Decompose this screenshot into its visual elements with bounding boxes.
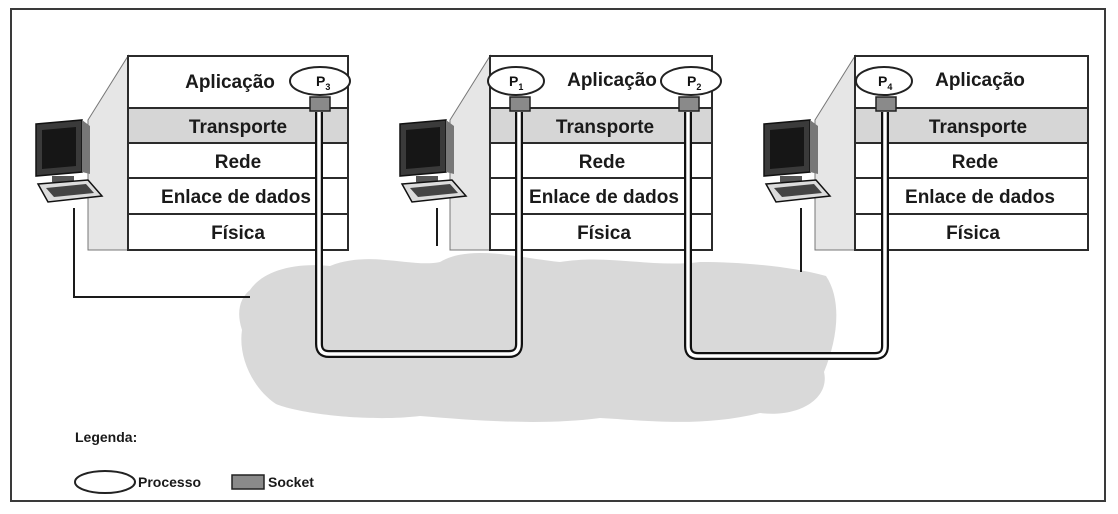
- process-p1: P1: [487, 66, 545, 96]
- legend-process-swatch: [74, 470, 136, 494]
- socket-p1: [509, 96, 531, 112]
- svg-text:P2: P2: [687, 73, 701, 92]
- layer-network-label: Rede: [952, 152, 998, 173]
- layer-application-label: Aplicação: [185, 72, 275, 93]
- protocol-stack-host-1: Aplicação Transporte Rede Enlace de dado…: [127, 55, 349, 251]
- layer-datalink-label: Enlace de dados: [905, 187, 1055, 208]
- computer-icon: [35, 119, 104, 203]
- connection-p3-p1-inner: [317, 112, 521, 356]
- svg-text:P1: P1: [509, 73, 523, 92]
- computer-icon: [399, 119, 468, 203]
- socket-p4: [875, 96, 897, 112]
- legend-process-label: Processo: [138, 474, 201, 490]
- layer-physical-label: Física: [577, 223, 631, 244]
- socket-p3: [309, 96, 331, 112]
- host-side-panel-1: [87, 54, 129, 251]
- layer-physical-label: Física: [211, 223, 265, 244]
- layer-transport-label: Transporte: [189, 117, 287, 138]
- network-cloud: [239, 253, 837, 422]
- layer-application-label: Aplicação: [567, 70, 657, 91]
- layer-network-label: Rede: [579, 152, 625, 173]
- host-cable-left: [73, 208, 250, 298]
- socket-p2: [678, 96, 700, 112]
- layer-transport-label: Transporte: [929, 117, 1027, 138]
- process-p2: P2: [660, 66, 722, 96]
- computer-icon: [763, 119, 832, 203]
- layer-datalink-label: Enlace de dados: [529, 187, 679, 208]
- svg-text:P3: P3: [316, 73, 330, 92]
- layer-network-label: Rede: [215, 152, 261, 173]
- legend: Legenda: Processo Socket: [74, 429, 314, 494]
- layer-datalink-label: Enlace de dados: [161, 187, 311, 208]
- legend-socket-swatch: [231, 474, 265, 490]
- svg-text:P4: P4: [878, 73, 892, 92]
- layer-physical-label: Física: [946, 223, 1000, 244]
- host-side-panel-3: [814, 54, 856, 251]
- process-p3: P3: [289, 66, 351, 96]
- layer-transport-label: Transporte: [556, 117, 654, 138]
- process-p4: P4: [855, 66, 913, 96]
- connection-p2-p4-inner: [686, 112, 887, 358]
- layer-application-label: Aplicação: [935, 70, 1025, 91]
- legend-title: Legenda:: [75, 429, 137, 445]
- legend-socket-label: Socket: [268, 474, 314, 490]
- host-side-panel-2: [449, 54, 491, 251]
